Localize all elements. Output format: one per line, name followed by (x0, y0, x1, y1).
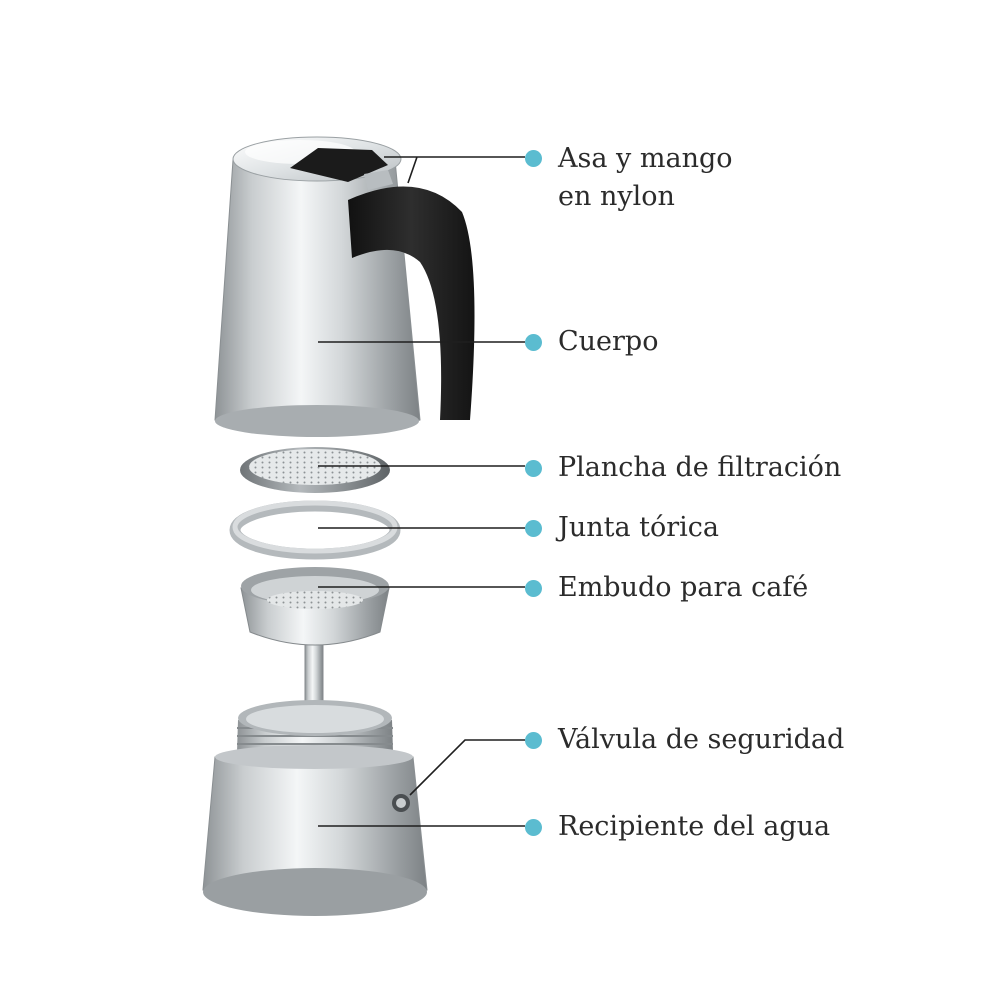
label-handle-line-2: en nylon (558, 181, 675, 212)
label-handle: Asa y mango en nylon (558, 140, 733, 216)
bullet-dot-filter-plate (525, 460, 542, 477)
safety-valve-icon (392, 794, 410, 812)
label-water-tank: Recipiente del agua (558, 808, 830, 846)
label-body: Cuerpo (558, 323, 658, 361)
label-body-text: Cuerpo (558, 326, 659, 357)
leader-lines (318, 156, 525, 827)
label-gasket: Junta tórica (558, 509, 719, 547)
label-valve-text: Válvula de seguridad (558, 724, 845, 755)
gasket-ring-icon (229, 500, 401, 560)
leader-line-valve (409, 739, 525, 796)
filter-plate-icon (240, 447, 390, 493)
bullet-dot-handle (525, 150, 542, 167)
label-water-tank-text: Recipiente del agua (558, 811, 831, 842)
label-filter-plate: Plancha de filtración (558, 449, 841, 487)
water-tank-icon (202, 700, 428, 916)
bullet-dot-gasket (525, 520, 542, 537)
label-valve: Válvula de seguridad (558, 721, 844, 759)
label-handle-line-1: Asa y mango (558, 143, 733, 174)
label-funnel-text: Embudo para café (558, 572, 809, 603)
bullet-dot-body (525, 334, 542, 351)
label-gasket-text: Junta tórica (558, 512, 719, 543)
handle-icon (290, 148, 475, 420)
leader-line-handle (384, 156, 525, 184)
bullet-dot-funnel (525, 580, 542, 597)
label-filter-plate-text: Plancha de filtración (558, 452, 842, 483)
bullet-dot-valve (525, 732, 542, 749)
coffee-funnel-icon (240, 567, 390, 735)
bullet-dot-water-tank (525, 819, 542, 836)
label-funnel: Embudo para café (558, 569, 808, 607)
